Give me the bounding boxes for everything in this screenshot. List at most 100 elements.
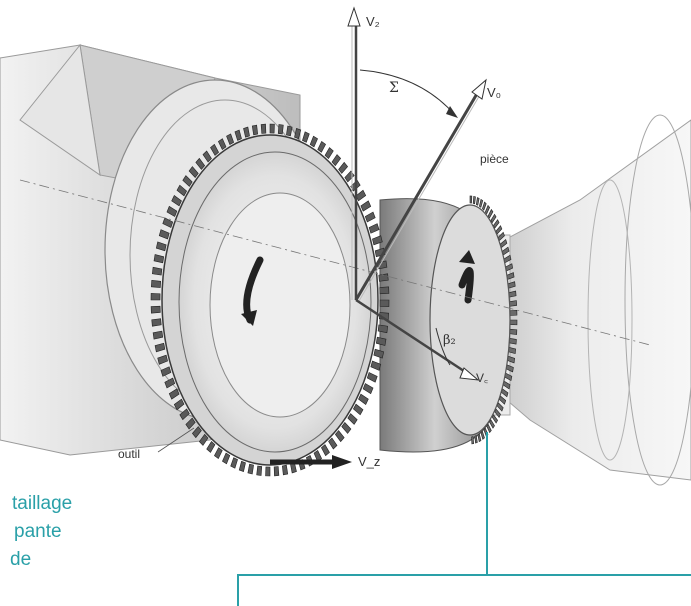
gear-tooth — [309, 135, 318, 148]
caption-line-1: taillage — [12, 493, 73, 514]
caption-fragment: taillage pante de — [0, 490, 170, 574]
gear-tooth — [508, 337, 517, 345]
gear-tooth — [491, 414, 498, 424]
gear-tooth — [379, 286, 390, 295]
gear-tooth — [347, 413, 358, 425]
gear-tooth — [273, 466, 280, 477]
gear-tooth — [489, 419, 495, 429]
gear-tooth — [338, 161, 349, 174]
gear-tooth — [358, 393, 369, 405]
gear-tooth — [341, 421, 352, 434]
label-v0: V₀ — [487, 85, 502, 100]
gear-tooth — [243, 126, 250, 138]
label-v2: V₂ — [366, 14, 380, 29]
gear-tooth — [480, 430, 485, 440]
label-beta2: β₂ — [443, 333, 456, 348]
gear-tooth — [151, 279, 162, 288]
gear-tooth — [495, 225, 503, 235]
gear-tooth — [379, 299, 390, 307]
gear-tooth — [164, 377, 176, 389]
gear-tooth — [317, 140, 326, 153]
gear-tooth — [362, 383, 374, 395]
gear-tooth — [509, 300, 517, 307]
gear-tooth — [370, 360, 382, 371]
gear-tooth — [286, 125, 293, 137]
gear-tooth — [475, 197, 480, 206]
workpiece-teeth — [469, 195, 518, 445]
gear-tooth — [256, 465, 263, 476]
gear-tooth — [472, 196, 476, 205]
sigma-angle-arc — [359, 69, 456, 116]
gear-tooth — [251, 124, 259, 136]
label-outil: outil — [118, 447, 141, 461]
label-vc: V꜀ — [476, 371, 489, 385]
gear-tooth — [360, 200, 372, 212]
gear-tooth — [493, 219, 500, 229]
gear-tooth — [509, 328, 518, 335]
gear-tooth — [154, 342, 166, 353]
gear-tooth — [474, 435, 478, 444]
gear-tooth — [364, 211, 376, 223]
gear-tooth — [355, 189, 367, 202]
gear-tooth — [477, 433, 482, 443]
gear-tooth — [150, 305, 161, 314]
gear-tooth — [265, 466, 271, 477]
gear-tooth — [158, 229, 170, 240]
gear-tooth — [328, 437, 338, 450]
gear-tooth — [171, 195, 182, 207]
vector-vz — [270, 455, 352, 469]
gear-tooth — [185, 417, 196, 430]
caption-line-2: pante — [14, 521, 62, 542]
gear-tooth — [152, 330, 164, 340]
gear-tooth — [486, 423, 492, 434]
gear-tooth — [166, 205, 178, 217]
gear-tooth — [509, 309, 518, 316]
gear-tooth — [321, 444, 330, 457]
gear-tooth — [260, 123, 267, 134]
gear-tooth — [191, 426, 202, 439]
label-sigma: Σ — [389, 80, 399, 96]
gear-tooth — [373, 348, 385, 359]
vector-v0 — [354, 78, 487, 302]
gear-tooth — [269, 123, 275, 134]
gear-tooth — [302, 131, 310, 143]
gear-tooth — [153, 254, 165, 264]
gear-tooth — [226, 133, 235, 145]
label-vz: V_z — [358, 454, 381, 469]
gear-tooth — [151, 318, 162, 327]
gear-tooth — [509, 319, 518, 326]
gear-tooth — [494, 408, 501, 418]
gear-tooth — [182, 175, 193, 187]
gear-tooth — [324, 147, 334, 160]
gear-tooth — [157, 354, 168, 365]
gear-tooth — [277, 124, 284, 135]
workpiece-gear — [379, 195, 518, 453]
gear-tooth — [173, 398, 185, 411]
gear-tooth — [484, 204, 491, 215]
gear-tooth — [176, 184, 188, 197]
gear-tooth — [151, 266, 163, 276]
gear-tooth — [195, 157, 206, 170]
gear-tooth — [366, 372, 378, 383]
gear-tooth — [471, 436, 475, 445]
beta2-angle-arc — [435, 327, 451, 366]
gear-tooth — [490, 213, 497, 224]
gear-tooth — [179, 408, 190, 421]
gear-tooth — [160, 366, 172, 377]
gear-tooth — [214, 447, 223, 460]
gear-tooth — [281, 464, 289, 476]
gear-tooth — [206, 440, 216, 453]
gear-tooth — [334, 430, 345, 443]
axis-line — [19, 179, 651, 346]
gear-tooth — [155, 241, 167, 252]
cutter-teeth — [150, 123, 390, 477]
callout-lines — [237, 432, 691, 606]
cutter-gear — [150, 123, 390, 477]
gear-tooth — [150, 293, 161, 301]
gear-tooth — [217, 138, 227, 150]
gear-tooth — [230, 457, 238, 469]
gear-tooth — [210, 143, 219, 156]
gear-tooth — [188, 166, 199, 179]
gear-tooth — [482, 201, 487, 211]
vector-v2 — [347, 6, 361, 300]
